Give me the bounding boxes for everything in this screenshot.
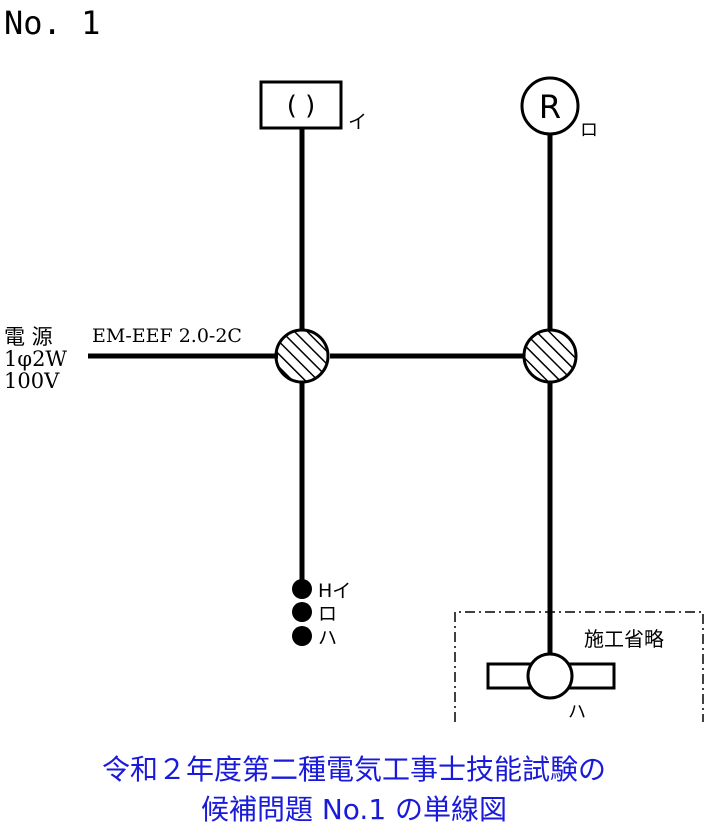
wiring	[88, 128, 553, 654]
switch-group: Hイ ロ ハ	[292, 579, 351, 649]
junction-box-2	[522, 328, 578, 384]
caption-line-1: 令和２年度第二種電気工事士技能試験の	[101, 753, 606, 786]
power-source-label-1: 電 源	[4, 325, 53, 349]
omitted-area-frame	[454, 611, 704, 722]
power-source-label-3: 100V	[4, 369, 60, 393]
ceiling-light-fixture	[259, 80, 343, 130]
fluorescent-fixture-lamp	[526, 652, 574, 700]
junction-box-1	[274, 328, 330, 384]
receptacle-light-fixture	[520, 76, 580, 136]
power-source-label-2: 1φ2W	[4, 347, 67, 371]
switch-label-3: ハ	[318, 627, 337, 649]
switch-label-2: ロ	[318, 603, 337, 625]
ceiling-light-label: イ	[348, 111, 367, 133]
omitted-area-label: 施工省略	[584, 627, 664, 651]
switch-dot-2	[292, 602, 312, 622]
diagram-number: No. 1	[4, 4, 100, 42]
caption-line-2: 候補問題 No.1 の単線図	[200, 793, 508, 826]
ceiling-light-symbol: ( )	[287, 91, 316, 121]
receptacle-light-symbol: R	[539, 88, 561, 126]
fluorescent-label: ハ	[568, 702, 586, 723]
switch-dot-1	[292, 579, 312, 599]
switch-label-1: Hイ	[318, 580, 351, 602]
switch-dot-3	[292, 626, 312, 646]
cable-label: EM-EEF 2.0-2C	[92, 325, 242, 347]
receptacle-light-label: ロ	[580, 120, 598, 141]
